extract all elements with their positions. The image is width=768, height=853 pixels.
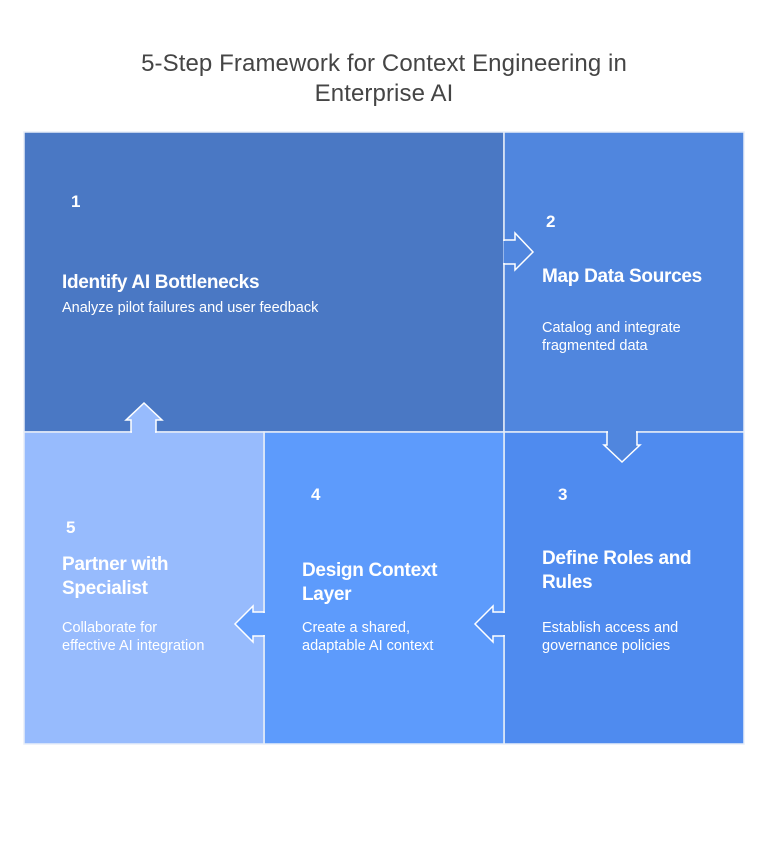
- step-3-block: [503, 431, 745, 745]
- step-5-description: Collaborate for effective AI integration: [62, 619, 204, 655]
- step-1-description: Analyze pilot failures and user feedback: [62, 299, 318, 317]
- step-2-description: Catalog and integrate fragmented data: [542, 319, 681, 355]
- step-1-block: [23, 131, 505, 433]
- step-5-number: 5: [66, 518, 76, 537]
- diagram-title: 5-Step Framework for Context Engineering…: [0, 49, 768, 109]
- step-4-description-line-2: adaptable AI context: [302, 638, 434, 654]
- step-4-title-line-2: Layer: [302, 584, 352, 605]
- arrow-left-icon: [233, 604, 265, 644]
- step-3-title-line-2: Rules: [542, 572, 593, 593]
- step-4-description: Create a shared, adaptable AI context: [302, 619, 433, 655]
- step-3-description-line-2: governance policies: [542, 638, 671, 654]
- step-3-description: Establish access and governance policies: [542, 619, 678, 655]
- step-5-description-line-1: Collaborate for: [62, 620, 158, 636]
- arrow-right-icon: [503, 231, 535, 272]
- step-5-title: Partner with Specialist: [62, 553, 169, 601]
- step-4-title: Design Context Layer: [302, 559, 437, 607]
- step-2-title: Map Data Sources: [542, 265, 702, 289]
- step-3-number: 3: [558, 485, 568, 504]
- step-2-title-line: Map Data Sources: [542, 266, 702, 287]
- step-1-number: 1: [71, 192, 81, 211]
- step-5-title-line-2: Specialist: [62, 578, 148, 599]
- step-5-title-line-1: Partner with: [62, 554, 169, 575]
- step-3-description-line-1: Establish access and: [542, 620, 679, 636]
- step-4-description-line-1: Create a shared,: [302, 620, 411, 636]
- step-2-description-line-2: fragmented data: [542, 338, 648, 354]
- step-3-title-line-1: Define Roles and: [542, 548, 692, 569]
- step-4-number: 4: [311, 485, 321, 504]
- arrow-left-icon: [473, 604, 505, 644]
- step-2-number: 2: [546, 212, 556, 231]
- step-1-title: Identify AI Bottlenecks: [62, 271, 260, 295]
- arrow-down-icon: [602, 431, 642, 464]
- step-4-block: [263, 431, 505, 745]
- step-2-block: [503, 131, 745, 433]
- step-5-description-line-2: effective AI integration: [62, 638, 205, 654]
- arrow-up-icon: [124, 401, 164, 433]
- step-2-description-line-1: Catalog and integrate: [542, 320, 681, 336]
- step-1-title-line: Identify AI Bottlenecks: [62, 272, 260, 293]
- step-3-title: Define Roles and Rules: [542, 547, 692, 595]
- step-4-title-line-1: Design Context: [302, 560, 438, 581]
- title-line-2: Enterprise AI: [314, 80, 454, 107]
- step-5-block: [23, 431, 265, 745]
- step-1-description-line: Analyze pilot failures and user feedback: [62, 300, 319, 316]
- title-line-1: 5-Step Framework for Context Engineering…: [141, 50, 627, 77]
